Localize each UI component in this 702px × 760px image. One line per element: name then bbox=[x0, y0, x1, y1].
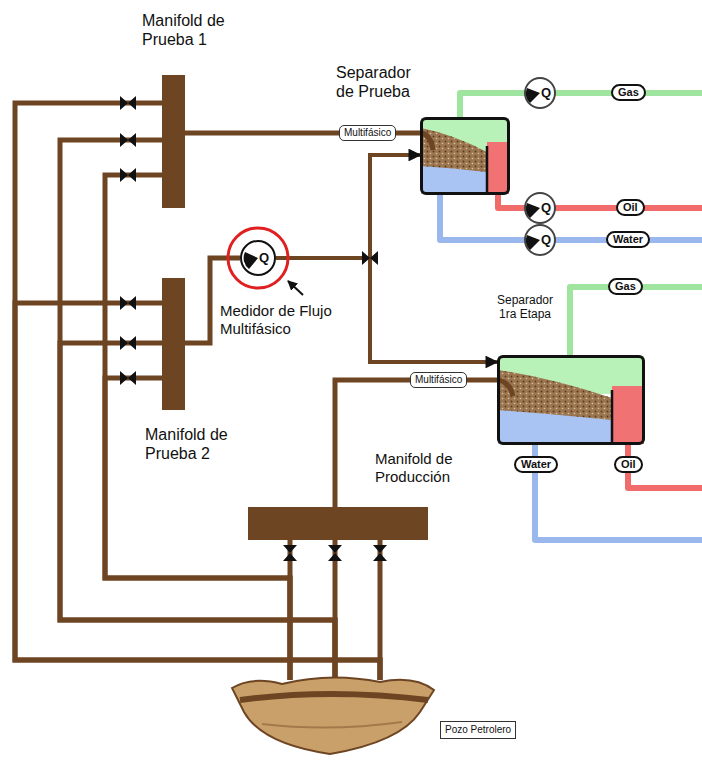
node-heading: Manifold de Producción bbox=[375, 450, 485, 486]
pipe bbox=[15, 103, 380, 680]
node-heading: Manifold de Prueba 1 bbox=[142, 11, 252, 49]
manifold-bar: Manifold de Producción bbox=[248, 507, 428, 540]
flow-meters bbox=[525, 78, 555, 255]
separator-tank: Separador 1ra Etapa bbox=[497, 355, 645, 445]
first-stage-separator-phases bbox=[498, 356, 644, 444]
pipe-tag: Multifásico bbox=[410, 372, 467, 388]
manifold-bar: Manifold de Prueba 2 bbox=[162, 278, 185, 410]
pipe bbox=[60, 140, 335, 680]
highlight-ring bbox=[228, 228, 288, 288]
pipe bbox=[105, 175, 290, 680]
flow-arrow bbox=[276, 155, 420, 258]
stream-tag: Gas bbox=[611, 84, 646, 101]
manifold-bar: Manifold de Prueba 1 bbox=[162, 75, 185, 208]
outlet-lines bbox=[440, 93, 702, 540]
meter-letter: Q bbox=[259, 251, 269, 264]
node-heading: Separador de Prueba bbox=[336, 63, 428, 101]
multiphase-flow-meter: QMedidor de Flujo Multifásico bbox=[240, 240, 276, 276]
stream-tag: Oil bbox=[614, 456, 643, 473]
pipe-tag: Multifásico bbox=[339, 125, 396, 141]
stream-tag: Water bbox=[606, 231, 650, 248]
node-heading: Manifold de Prueba 2 bbox=[145, 425, 255, 463]
node-heading: Separador 1ra Etapa bbox=[490, 293, 560, 322]
pointer-arrow bbox=[288, 281, 303, 295]
node-heading: Pozo Petrolero bbox=[440, 721, 516, 739]
valves bbox=[120, 96, 387, 561]
test-separator-phases bbox=[421, 118, 509, 194]
separator-tank: Separador de Prueba bbox=[420, 117, 510, 195]
pipe bbox=[335, 380, 497, 507]
oil-well: Pozo Petrolero bbox=[232, 680, 432, 740]
stream-tag: Oil bbox=[616, 199, 645, 216]
flow-meter-symbol: Q bbox=[541, 232, 551, 248]
meter-face bbox=[242, 242, 274, 274]
stream-tag: Water bbox=[514, 456, 558, 473]
pipe bbox=[15, 303, 380, 680]
node-heading: Medidor de Flujo Multifásico bbox=[220, 302, 355, 338]
flow-meter-symbol: Q bbox=[541, 200, 551, 216]
stream-tag: Gas bbox=[608, 278, 643, 295]
oil-well bbox=[232, 677, 434, 754]
flow-meter-symbol: Q bbox=[541, 85, 551, 101]
